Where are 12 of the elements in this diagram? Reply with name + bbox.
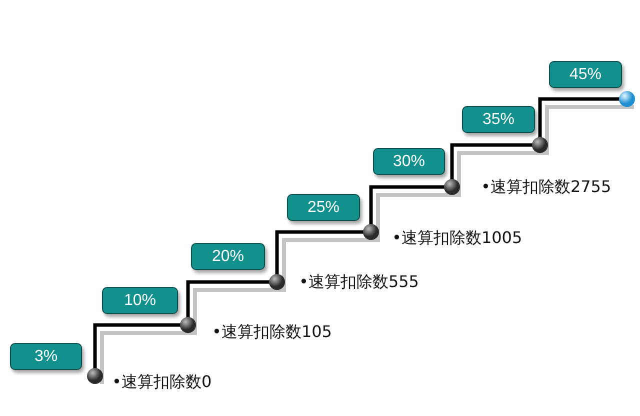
deduction-label: •速算扣除数555 — [299, 272, 419, 293]
rate-box: 25% — [287, 194, 360, 221]
rate-box: 45% — [549, 61, 622, 88]
deduction-label: •速算扣除数2755 — [481, 177, 612, 198]
rate-box: 20% — [191, 243, 265, 270]
deduction-label: •速算扣除数105 — [212, 322, 332, 343]
rate-box: 30% — [373, 148, 445, 175]
rate-box: 10% — [102, 287, 178, 314]
deduction-label: •速算扣除数1005 — [392, 228, 522, 249]
rate-box: 35% — [462, 106, 535, 133]
deduction-label: •速算扣除数0 — [112, 372, 212, 393]
rate-box: 3% — [10, 343, 82, 370]
